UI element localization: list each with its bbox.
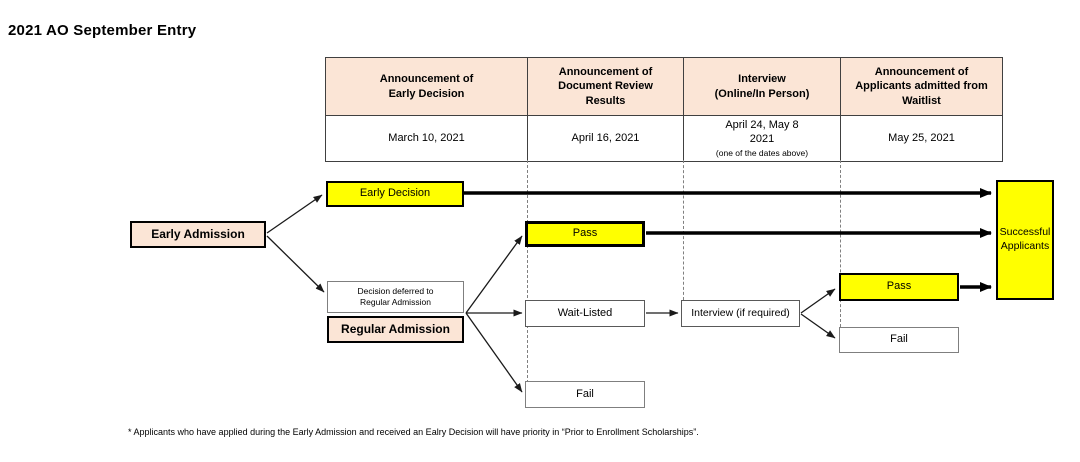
fail-box-waitlist: Fail: [839, 327, 959, 353]
arrow-regular-to-fail: [465, 312, 523, 393]
date-waitlist-announcement: May 25, 2021: [841, 116, 1002, 161]
col-header-document-review: Announcement of Document Review Results: [528, 58, 684, 116]
date-interview: April 24, May 8 2021 (one of the dates a…: [684, 116, 841, 161]
wait-listed-box: Wait-Listed: [525, 300, 645, 327]
column-guide-line-2: [683, 160, 684, 300]
successful-applicants-box: Successful Applicants: [996, 180, 1054, 300]
arrow-interview-to-fail: [800, 313, 836, 339]
col-header-early-decision: Announcement of Early Decision: [326, 58, 528, 116]
page-title: 2021 AO September Entry: [8, 22, 197, 39]
column-guide-line-3: [840, 160, 841, 327]
interview-box: Interview (if required): [681, 300, 800, 327]
schedule-table: Announcement of Early Decision Announcem…: [325, 57, 1003, 162]
col-header-waitlist-announcement: Announcement of Applicants admitted from…: [841, 58, 1002, 116]
early-decision-box: Early Decision: [326, 181, 464, 207]
arrow-regular-to-pass: [465, 235, 523, 314]
decision-deferred-box: Decision deferred to Regular Admission: [327, 281, 464, 313]
fail-box-document-review: Fail: [525, 381, 645, 408]
arrow-interview-to-pass: [800, 288, 836, 314]
regular-admission-box: Regular Admission: [327, 316, 464, 343]
pass-box-waitlist: Pass: [839, 273, 959, 301]
arrow-early-admission-to-deferred: [266, 235, 325, 293]
pass-box-document-review: Pass: [525, 221, 645, 247]
date-interview-note: (one of the dates above): [715, 147, 809, 158]
arrow-early-admission-to-early-decision: [266, 194, 323, 234]
date-document-review: April 16, 2021: [528, 116, 684, 161]
footnote: * Applicants who have applied during the…: [128, 427, 699, 437]
early-admission-box: Early Admission: [130, 221, 266, 248]
col-header-interview: Interview (Online/In Person): [684, 58, 841, 116]
date-interview-value: April 24, May 8 2021: [725, 119, 799, 146]
date-early-decision: March 10, 2021: [326, 116, 528, 161]
column-guide-line-1: [527, 160, 528, 408]
